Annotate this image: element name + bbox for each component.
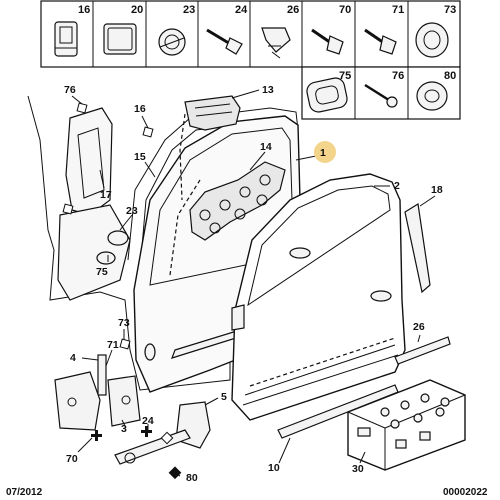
callout-30: 30 [352,463,364,475]
plug-icon [158,28,186,56]
callout-71: 71 [107,339,119,351]
callout-16: 16 [134,103,146,115]
callout-13: 13 [262,84,274,96]
callout-70: 70 [66,453,78,465]
cell-label-24: 24 [235,4,248,16]
callout-24: 24 [142,415,154,427]
cell-label-75: 75 [339,70,351,82]
bolt-icon-2 [364,28,397,55]
callout-5: 5 [221,391,227,403]
cover-icon [306,77,348,113]
callout-3: 3 [121,423,127,435]
cell-label-16: 16 [78,4,90,16]
door-hinge [54,354,141,431]
rivet-icon [364,83,398,108]
callout-1: 1 [320,147,326,159]
callout-23: 23 [126,205,138,217]
clip-kit-box [347,379,466,471]
callout-1-highlight [314,141,336,163]
cell-label-71: 71 [392,4,404,16]
callout-2: 2 [394,180,400,192]
callout-80: 80 [186,472,198,484]
callout-14: 14 [260,141,272,153]
cell-label-23: 23 [183,4,195,16]
grommet-icon [415,22,449,58]
callout-17: 17 [100,189,112,201]
fastener-markers [62,102,182,480]
footer-date: 07/2012 [6,487,43,498]
screw-icon [206,28,243,55]
cell-label-70: 70 [339,4,351,16]
callout-26: 26 [413,321,425,333]
pad-icon [103,23,137,55]
footer-code: 00002022 [443,487,488,498]
cell-label-80: 80 [444,70,456,82]
cell-label-73: 73 [444,4,456,16]
moulding-strips [277,203,451,439]
parts-table-top: 16 20 23 24 26 70 71 73 [40,0,461,68]
window-regulator [189,161,286,241]
callout-10: 10 [268,462,280,474]
cell-label-26: 26 [287,4,299,16]
parts-table-bottom: 75 76 80 [301,66,461,120]
lock-bracket [57,107,131,301]
leader-lines [71,89,436,477]
callout-18: 18 [431,184,443,196]
clip-icon [54,21,78,57]
bolt-icon [311,28,344,55]
callout-4: 4 [70,352,76,364]
door-check-bracket [179,95,241,201]
cell-label-20: 20 [131,4,143,16]
cell-label-76: 76 [392,70,404,82]
seal-ring-icon [416,81,448,111]
callout-15: 15 [134,151,146,163]
callout-73: 73 [118,317,130,329]
callout-76: 76 [64,84,76,96]
front-door-outer [231,173,406,421]
callouts: 76 16 13 1 15 14 17 2 18 23 75 73 26 4 7… [64,84,443,484]
callout-75: 75 [96,266,108,278]
push-nut-icon [261,27,291,59]
